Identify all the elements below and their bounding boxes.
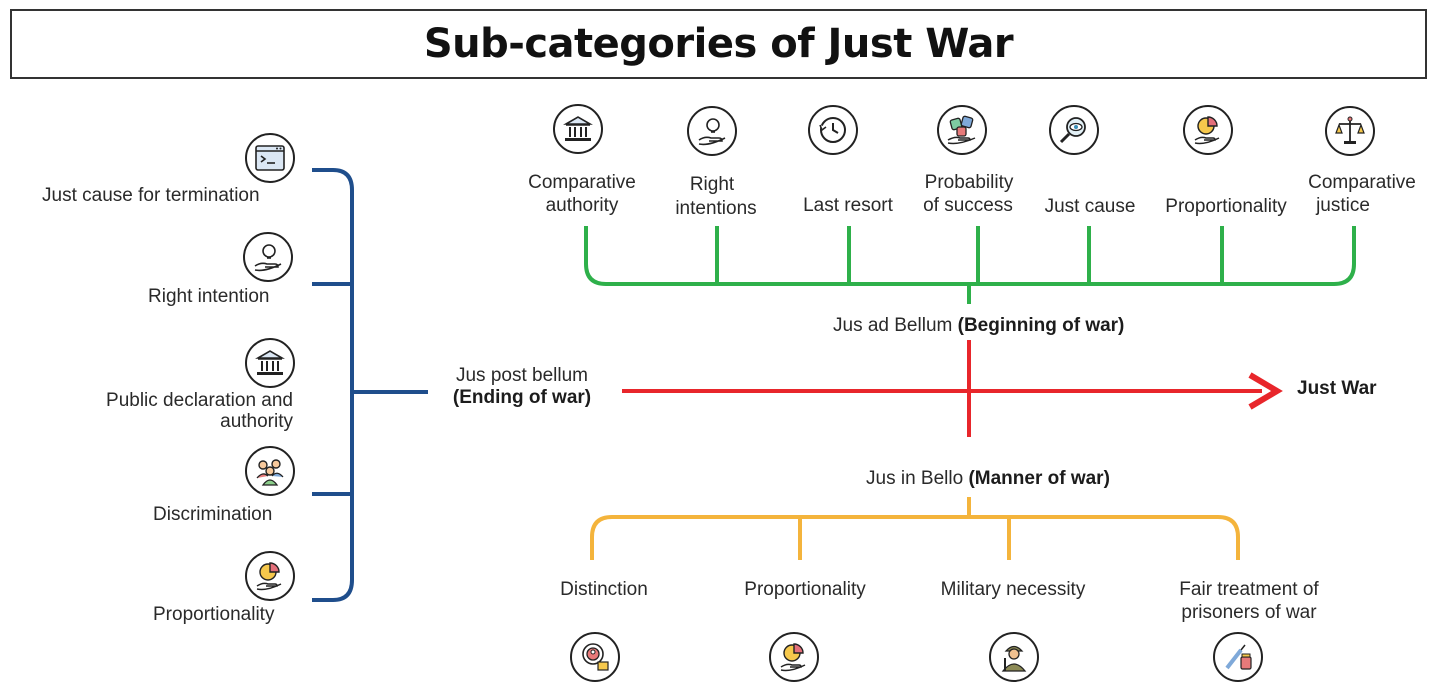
ad-item-label-line2: justice <box>1316 195 1370 216</box>
jus-post-bellum-sub: (Ending of war) <box>452 387 592 408</box>
post-item-label: Public declaration and <box>106 390 293 411</box>
government-building-icon <box>245 338 295 388</box>
ad-bellum-bracket <box>584 226 1356 304</box>
ad-item-label: Right <box>689 174 735 195</box>
post-item-label: Just cause for termination <box>42 185 260 206</box>
page-title: Sub-categories of Just War <box>423 21 1014 67</box>
medicine-icon <box>1213 632 1263 682</box>
post-item-label: Proportionality <box>153 604 275 625</box>
in-item-label: Military necessity <box>940 579 1086 600</box>
ad-item-label: Just cause <box>1044 196 1136 217</box>
post-bellum-bracket <box>312 168 428 602</box>
jus-in-bello-label: Jus in Bello (Manner of war) <box>866 468 1110 489</box>
post-item-label: Discrimination <box>153 504 273 525</box>
scales-justice-icon <box>1325 106 1375 156</box>
ad-item-label: Proportionality <box>1165 196 1287 217</box>
ad-item-label: Last resort <box>803 195 893 216</box>
in-item-label: Fair treatment of <box>1179 579 1319 600</box>
jus-ad-bellum-label: Jus ad Bellum (Beginning of war) <box>833 315 1125 336</box>
jus-post-bellum-label: Jus post bellum <box>455 365 589 386</box>
hand-lightbulb-icon <box>687 106 737 156</box>
main-axis <box>622 340 1283 437</box>
clock-history-icon <box>808 105 858 155</box>
hand-lightbulb-icon <box>243 232 293 282</box>
soldier-icon <box>989 632 1039 682</box>
ad-item-label-line2: intentions <box>675 198 757 219</box>
title-box: Sub-categories of Just War <box>10 9 1427 79</box>
ad-item-label: Comparative <box>528 172 636 193</box>
post-item-label: Right intention <box>148 286 270 307</box>
post-item-label-line2: authority <box>220 411 293 432</box>
government-building-icon <box>553 104 603 154</box>
ad-item-label-line2: authority <box>545 195 619 216</box>
in-item-label: Proportionality <box>744 579 866 600</box>
ad-item-label: Probability <box>924 172 1014 193</box>
pie-chart-hand-icon <box>245 551 295 601</box>
dice-hand-icon <box>937 105 987 155</box>
pie-chart-hand-icon <box>1183 105 1233 155</box>
magnifier-eye-icon <box>1049 105 1099 155</box>
group-people-icon <box>245 446 295 496</box>
just-war-label: Just War <box>1297 378 1377 399</box>
pie-chart-hand-icon <box>769 632 819 682</box>
ad-item-label: Comparative <box>1308 172 1416 193</box>
in-item-label: Distinction <box>560 579 648 600</box>
target-person-icon <box>570 632 620 682</box>
code-window-icon <box>245 133 295 183</box>
ad-item-label-line2: of success <box>923 195 1013 216</box>
in-bello-bracket <box>590 497 1240 560</box>
in-item-label-line2: prisoners of war <box>1181 602 1317 623</box>
